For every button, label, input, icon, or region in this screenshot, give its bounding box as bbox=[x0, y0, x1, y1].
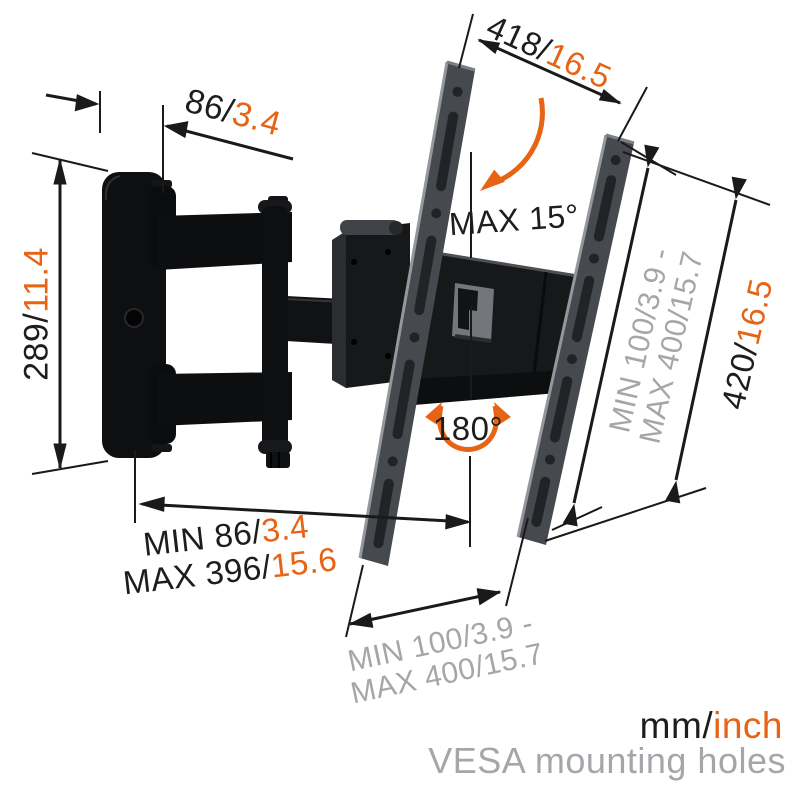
dim-top-width-line bbox=[477, 38, 622, 105]
dim-vesa-width-line bbox=[348, 588, 502, 628]
wall-plate-screw bbox=[124, 308, 144, 328]
dim-plate-height-label: 289/11.4 bbox=[17, 247, 56, 381]
vesa-hook-window bbox=[452, 283, 494, 343]
dim-rail-length-line bbox=[665, 176, 747, 504]
dim-plate-height-mm: 289/ bbox=[17, 312, 56, 381]
units-inch: inch bbox=[713, 705, 783, 746]
vesa-plate bbox=[398, 249, 579, 406]
units-mm: mm/ bbox=[639, 705, 714, 746]
dim-plate-height-inch: 11.4 bbox=[17, 247, 56, 313]
tv-rail-right bbox=[516, 133, 635, 545]
dim-wall-depth-line bbox=[45, 93, 294, 161]
dim-vesa-height-line bbox=[562, 144, 660, 527]
pivot-post bbox=[258, 200, 292, 468]
swivel-head bbox=[332, 220, 410, 388]
extension-lines bbox=[31, 13, 771, 638]
arm-reach-max-inch: 15.6 bbox=[268, 539, 339, 585]
vesa-caption: VESA mounting holes bbox=[428, 740, 786, 781]
arm-lower bbox=[158, 372, 292, 426]
dim-arm-reach-line bbox=[138, 496, 472, 530]
units-legend: mm/inch bbox=[640, 705, 783, 747]
swivel-arrow-icon bbox=[425, 402, 511, 452]
tv-rail-left bbox=[358, 60, 476, 566]
swivel-range-label: 180° bbox=[432, 410, 504, 448]
tilt-arrow-icon bbox=[480, 97, 545, 191]
dim-plate-height-line bbox=[53, 159, 67, 469]
